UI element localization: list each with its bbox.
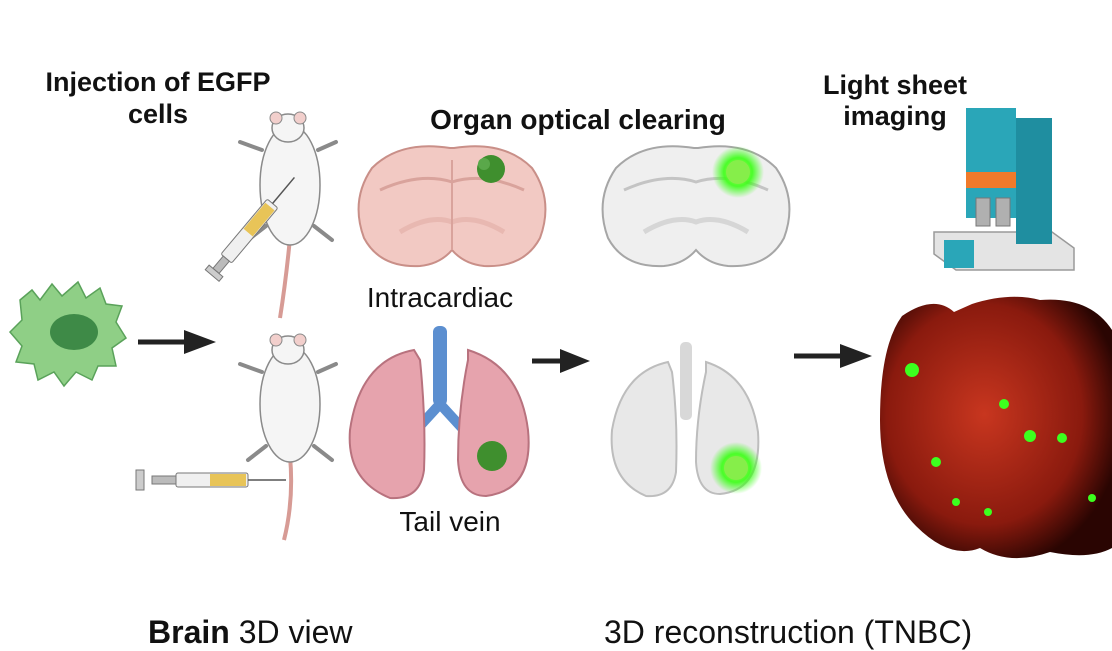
brain-section-icon: [357, 145, 547, 268]
microscope-icon: [933, 108, 1075, 271]
arrow-icon: [138, 330, 216, 354]
lightsheet-lung-image: [880, 296, 1112, 559]
lightsheet-title-line2: imaging: [843, 101, 947, 131]
route-tailvein-label: Tail vein: [399, 506, 501, 537]
mouse-icon: [238, 333, 338, 541]
syringe-icon: [204, 176, 295, 282]
syringe-icon: [135, 469, 286, 491]
route-intracardiac-label: Intracardiac: [366, 282, 514, 313]
arrow-icon: [532, 349, 590, 373]
lightsheet-title-line1: Light sheet: [822, 70, 967, 100]
lung-icon: [348, 326, 530, 500]
brain-section-icon: [601, 145, 791, 268]
injection-title-line2: cells: [127, 99, 189, 129]
lightsheet-title: Light sheet imaging: [790, 70, 1000, 132]
lung-icon: [610, 342, 762, 498]
injection-title: Injection of EGFP cells: [8, 66, 308, 130]
egfp-cell-icon: [8, 280, 128, 388]
mouse-icon: [238, 111, 338, 319]
clearing-title: Organ optical clearing: [430, 104, 726, 135]
workflow-diagram: [8, 108, 1112, 559]
injection-title-line1: Injection of EGFP: [45, 67, 271, 97]
arrow-icon: [794, 344, 872, 368]
